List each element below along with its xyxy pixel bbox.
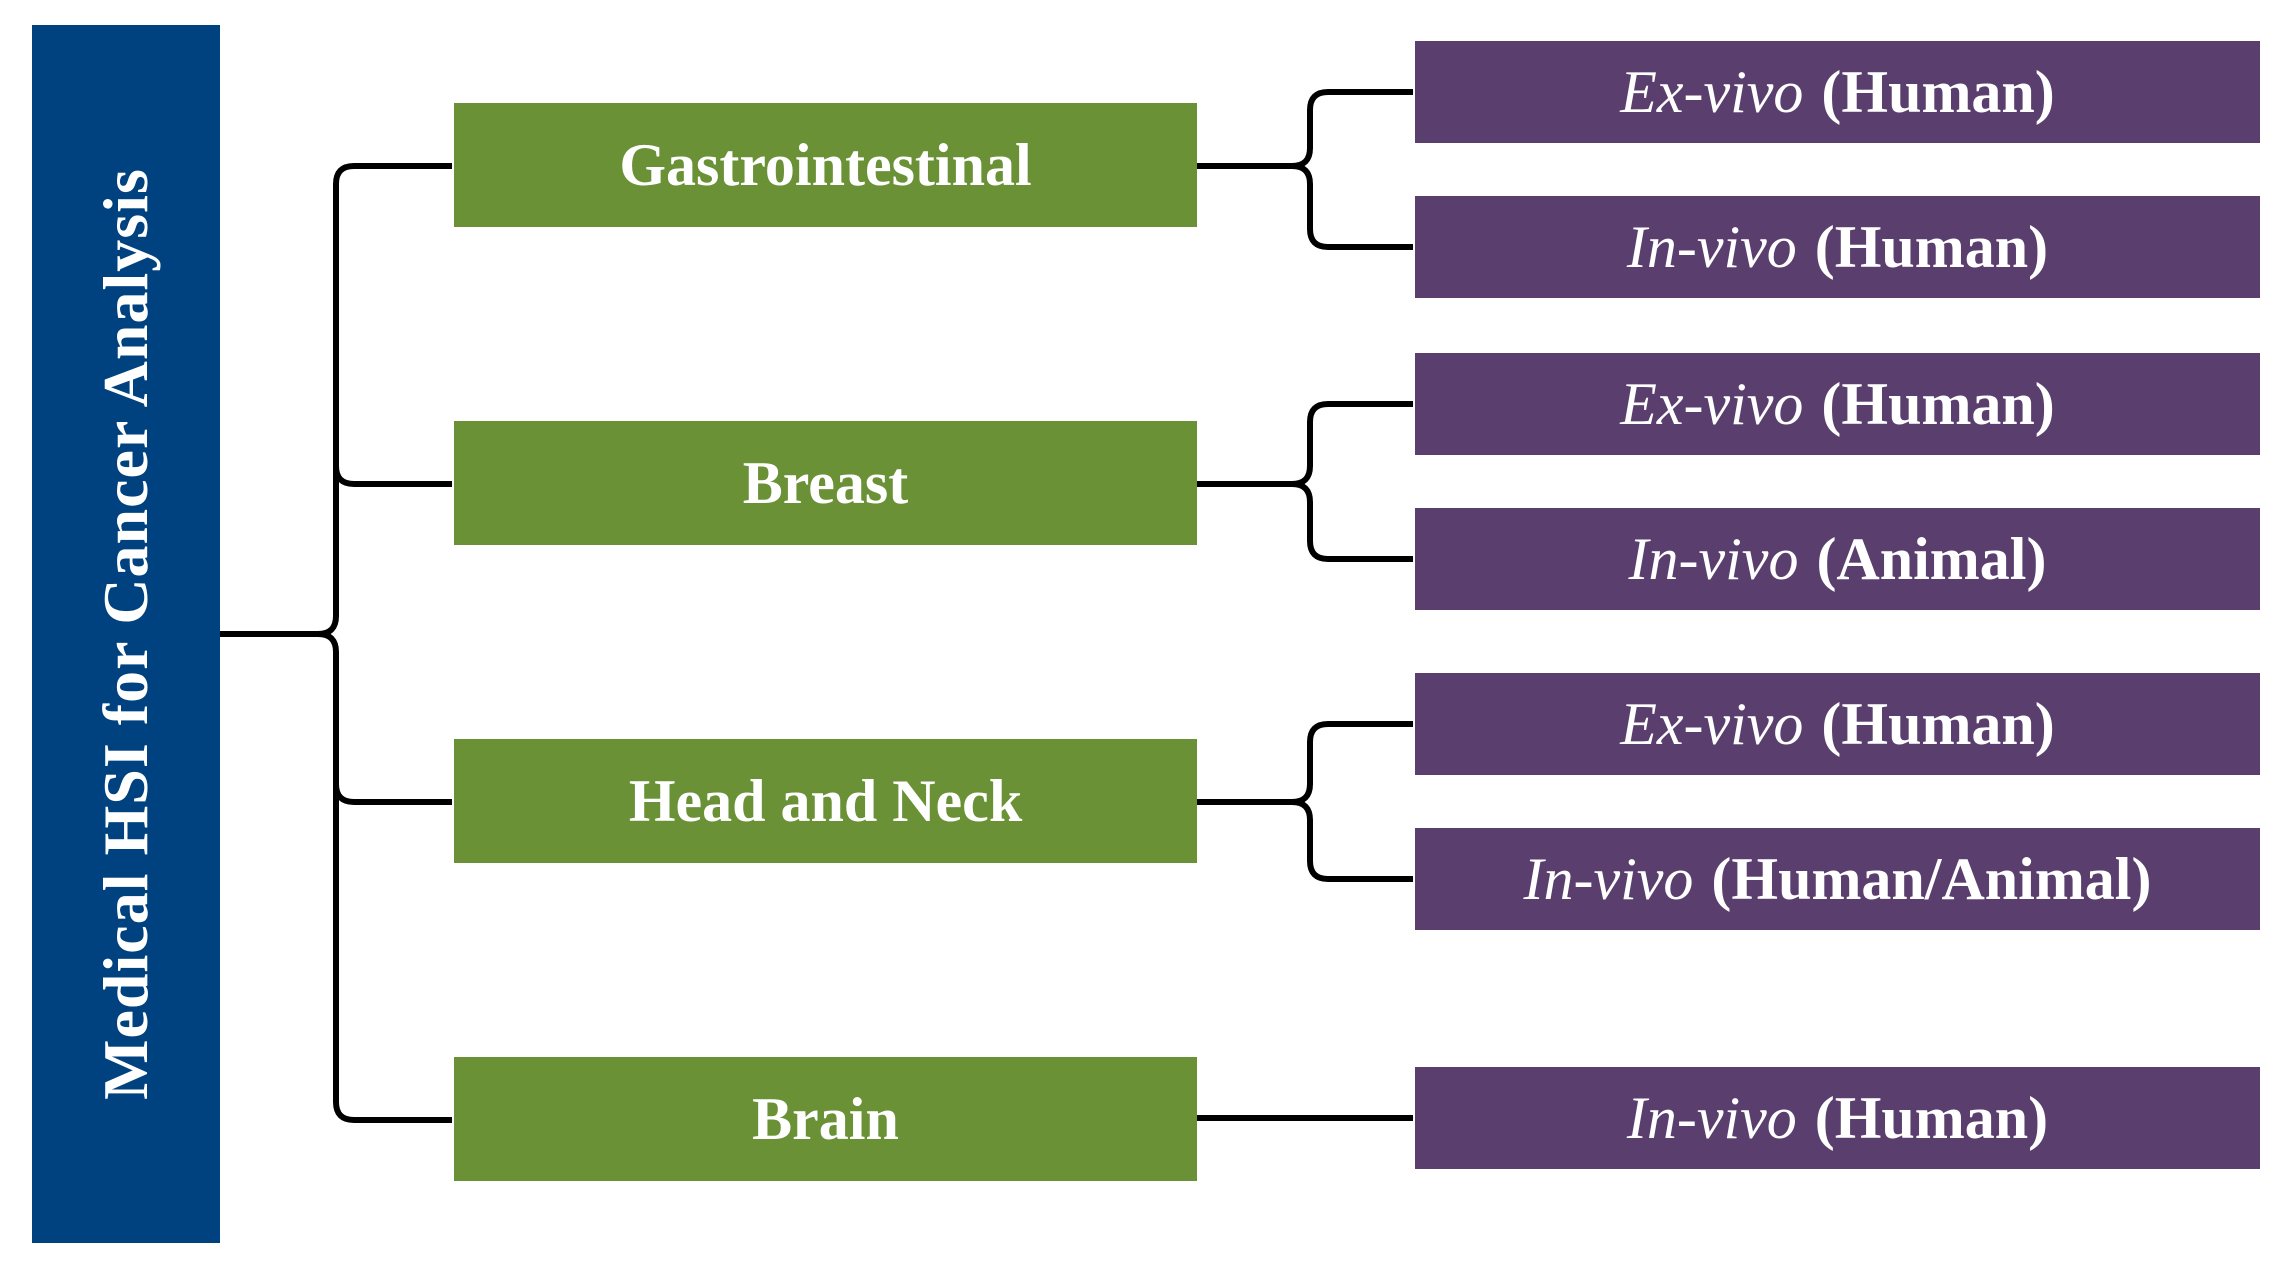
leaf-subject: (Human) <box>1821 690 2055 757</box>
leaf-subject: (Human) <box>1814 213 2049 280</box>
leaf-method: Ex-vivo <box>1620 58 1804 125</box>
category-label: Brain <box>752 1085 899 1152</box>
leaf-subject: (Human) <box>1821 370 2055 437</box>
root-label: Medical HSI for Cancer Analysis <box>90 168 161 1100</box>
category-branch-lower-arrow <box>1291 481 1414 562</box>
category-label: Head and Neck <box>628 767 1023 834</box>
leaf-subject: (Human/Animal) <box>1711 845 2152 912</box>
category-branch-upper-arrow <box>1197 89 1414 169</box>
leaf-method: In-vivo <box>1626 1084 1797 1151</box>
root-branch-arrow <box>333 163 453 185</box>
leaf-breast-ex-vivo: Ex-vivo (Human) <box>1415 353 2260 455</box>
category-branch-upper-arrow <box>1197 401 1414 487</box>
root-branch-arrow <box>333 465 453 487</box>
leaf-method: Ex-vivo <box>1620 370 1804 437</box>
root-branch-arrow <box>333 1101 453 1123</box>
leaf-method: In-vivo <box>1628 525 1799 592</box>
category-branch-lower-arrow <box>1291 163 1414 250</box>
leaf-method: Ex-vivo <box>1620 690 1804 757</box>
category-gastrointestinal: Gastrointestinal <box>454 103 1197 227</box>
root-trunk-lower <box>317 631 339 1102</box>
category-branch-lower-arrow <box>1291 799 1414 882</box>
root-node: Medical HSI for Cancer Analysis <box>32 25 220 1243</box>
leaf-method: In-vivo <box>1626 213 1797 280</box>
leaf-breast-in-vivo: In-vivo (Animal) <box>1415 508 2260 610</box>
leaf-subject: (Human) <box>1814 1084 2049 1151</box>
leaf-subject: (Human) <box>1821 58 2055 125</box>
leaf-gastrointestinal-ex-vivo: Ex-vivo (Human) <box>1415 41 2260 143</box>
root-trunk-upper <box>220 184 339 637</box>
leaf-head-and-neck-in-vivo: In-vivo (Human/Animal) <box>1415 828 2260 930</box>
category-branch-upper-arrow <box>1197 721 1414 805</box>
leaf-head-and-neck-ex-vivo: Ex-vivo (Human) <box>1415 673 2260 775</box>
leaf-method: In-vivo <box>1523 845 1694 912</box>
category-label: Breast <box>742 449 909 516</box>
root-branch-arrow <box>333 783 453 805</box>
category-label: Gastrointestinal <box>619 131 1032 198</box>
category-breast: Breast <box>454 421 1197 545</box>
leaf-brain-in-vivo: In-vivo (Human) <box>1415 1067 2260 1169</box>
leaf-subject: (Animal) <box>1816 525 2047 592</box>
leaf-gastrointestinal-in-vivo: In-vivo (Human) <box>1415 196 2260 298</box>
category-head-and-neck: Head and Neck <box>454 739 1197 863</box>
category-brain: Brain <box>454 1057 1197 1181</box>
